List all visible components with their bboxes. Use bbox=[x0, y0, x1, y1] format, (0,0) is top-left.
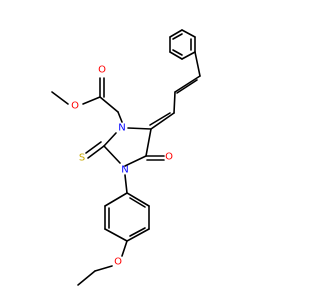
atom-label-n: N bbox=[121, 165, 128, 176]
bond-c2-s bbox=[87, 145, 105, 159]
bond-ch2-cester bbox=[99, 96, 119, 113]
atom-n-ring-upper: N bbox=[118, 123, 125, 134]
bond-ph-2 bbox=[181, 29, 196, 38]
atom-o-ester-carbonyl: O bbox=[98, 65, 106, 76]
atom-label-s: S bbox=[79, 153, 85, 164]
bond-ph-5 bbox=[169, 51, 183, 60]
bond-o-ch3 bbox=[51, 91, 69, 105]
bond-ch2-ch3 bbox=[77, 270, 96, 286]
bond-ar-in-2 bbox=[129, 227, 146, 237]
bond-ph-in-1 bbox=[172, 33, 183, 40]
bond-n3-c2r bbox=[103, 145, 121, 164]
atom-label-n: N bbox=[118, 123, 125, 134]
bond-c5-n3 bbox=[124, 155, 147, 167]
bond-n3-aryl bbox=[124, 174, 128, 194]
bond-ar-6 bbox=[104, 192, 128, 207]
bonds bbox=[51, 29, 201, 286]
atom-labels: O O N N S O O bbox=[71, 65, 173, 268]
bond-ph-in-3 bbox=[172, 49, 183, 56]
atom-o-ester-methoxy: O bbox=[71, 101, 79, 112]
bond-ar-3 bbox=[126, 228, 150, 242]
atom-s-thione: S bbox=[79, 153, 85, 164]
bond-c2-s-double bbox=[85, 141, 102, 154]
bond-c2-c3 bbox=[173, 91, 176, 114]
bond-ar-4 bbox=[104, 228, 128, 242]
atom-n-ring-lower: N bbox=[121, 165, 128, 176]
molecule-diagram: O O N N S O O bbox=[51, 29, 201, 286]
bond-ar-oether bbox=[121, 240, 128, 257]
bond-oether-ch2 bbox=[94, 265, 113, 272]
bond-c3-c4 bbox=[150, 112, 175, 130]
bond-c1-c2 bbox=[174, 75, 201, 93]
bond-c4-c5 bbox=[145, 128, 152, 157]
bond-cester-och3 bbox=[82, 96, 101, 105]
atom-o-ether: O bbox=[114, 257, 122, 268]
atom-o-ring-carbonyl: O bbox=[165, 152, 173, 163]
bond-c3-c4-double bbox=[149, 112, 171, 126]
bond-ar-in-1 bbox=[129, 197, 146, 208]
bond-ph-1 bbox=[169, 29, 183, 38]
bond-ar-1 bbox=[126, 192, 150, 207]
bond-ph-4 bbox=[181, 51, 196, 60]
bond-c2r-n1 bbox=[103, 132, 117, 147]
bond-n1-c4 bbox=[127, 127, 152, 130]
atom-label-o: O bbox=[165, 152, 173, 163]
bond-ph-to-c1 bbox=[194, 51, 201, 77]
atom-label-o: O bbox=[114, 257, 122, 268]
atom-label-o: O bbox=[98, 65, 106, 76]
bond-c1-c2-double bbox=[176, 79, 198, 94]
atom-label-o: O bbox=[71, 101, 79, 112]
bond-n1-ch2 bbox=[117, 111, 123, 123]
structure-svg: O O N N S O O bbox=[51, 29, 201, 286]
